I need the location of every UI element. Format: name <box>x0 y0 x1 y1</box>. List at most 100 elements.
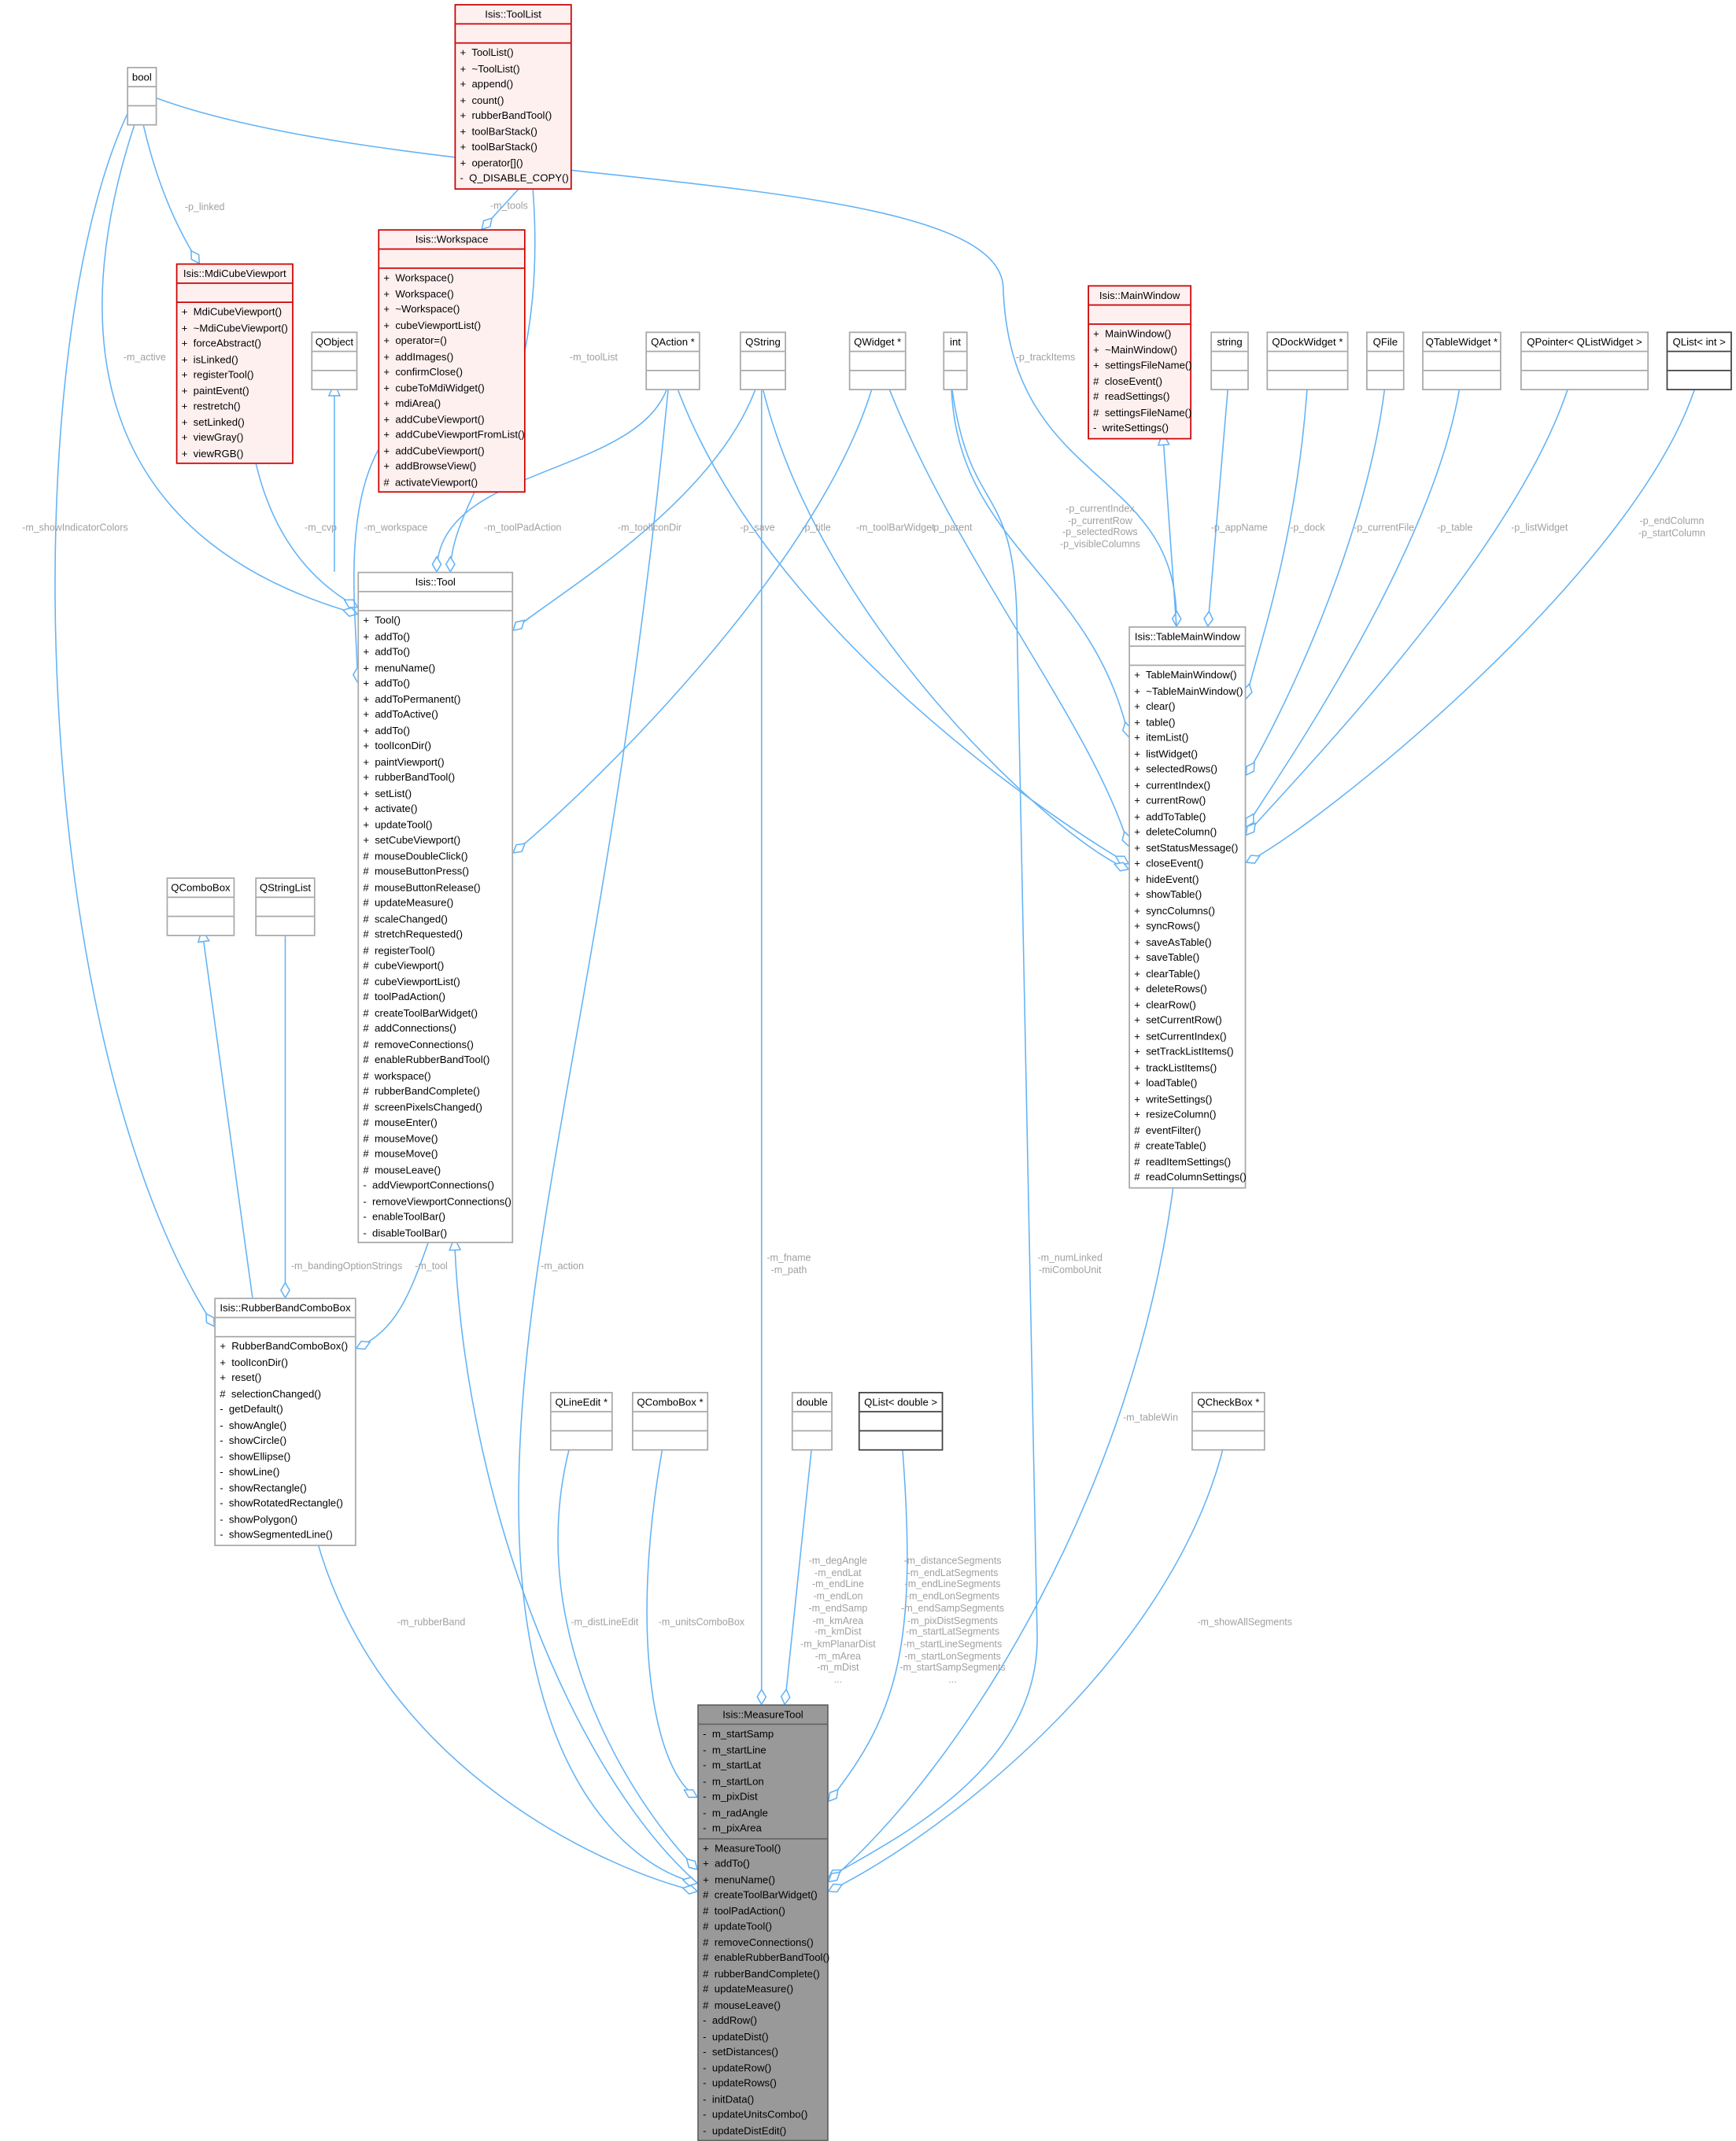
class-method[interactable]: - enableToolBar() <box>363 1210 446 1223</box>
class-method[interactable]: + rubberBandTool() <box>460 109 552 122</box>
class-box-qaction[interactable]: QAction * <box>645 331 700 391</box>
class-name[interactable]: QObject <box>312 333 356 353</box>
class-box-rbcb[interactable]: Isis::RubberBandComboBox+ RubberBandComb… <box>214 1298 356 1546</box>
class-method[interactable]: # rubberBandComplete() <box>703 1966 820 1980</box>
class-box-measuretool[interactable]: Isis::MeasureTool- m_startSamp- m_startL… <box>697 1704 829 2141</box>
class-method[interactable]: + toolBarStack() <box>460 124 537 138</box>
class-method[interactable]: # mouseButtonRelease() <box>363 880 481 894</box>
class-method[interactable]: + viewRGB() <box>181 446 244 460</box>
class-method[interactable]: + clear() <box>1134 700 1176 713</box>
class-name[interactable]: QTableWidget * <box>1423 333 1500 353</box>
class-method[interactable]: + saveAsTable() <box>1134 935 1212 948</box>
class-method[interactable]: + syncRows() <box>1134 919 1201 932</box>
class-box-qcombobox[interactable]: QComboBox <box>166 877 235 936</box>
class-method[interactable]: + ~TableMainWindow() <box>1134 684 1243 697</box>
class-method[interactable]: + toolIconDir() <box>220 1356 288 1368</box>
class-method[interactable]: + rubberBandTool() <box>363 770 456 784</box>
class-method[interactable]: + isLinked() <box>181 353 238 365</box>
class-name[interactable]: QCheckBox * <box>1192 1393 1264 1413</box>
class-method[interactable]: + toolIconDir() <box>363 739 432 752</box>
class-method[interactable]: + ~ToolList() <box>460 61 520 75</box>
class-name[interactable]: QComboBox * <box>633 1393 707 1413</box>
class-method[interactable]: + append() <box>460 77 514 90</box>
class-method[interactable]: + setCurrentRow() <box>1134 1013 1222 1027</box>
class-method[interactable]: - Q_DISABLE_COPY() <box>460 172 569 185</box>
class-method[interactable]: + listWidget() <box>1134 747 1199 760</box>
class-method[interactable]: # rubberBandComplete() <box>363 1084 480 1098</box>
class-method[interactable]: + currentIndex() <box>1134 778 1211 792</box>
class-method[interactable]: + registerTool() <box>181 368 254 381</box>
class-method[interactable]: # mouseMove() <box>363 1131 438 1145</box>
class-method[interactable]: + addBrowseView() <box>383 460 477 473</box>
class-name[interactable]: Isis::MdiCubeViewport <box>177 264 293 284</box>
class-box-qpointer[interactable]: QPointer< QListWidget > <box>1520 331 1649 391</box>
class-method[interactable]: # readSettings() <box>1093 390 1170 403</box>
class-method[interactable]: + paintViewport() <box>363 755 445 768</box>
class-box-qlistdouble[interactable]: QList< double > <box>858 1391 944 1451</box>
class-method[interactable]: - writeSettings() <box>1093 421 1169 434</box>
class-method[interactable]: # mouseMove() <box>363 1147 438 1161</box>
class-method[interactable]: + ~MainWindow() <box>1093 343 1178 356</box>
class-method[interactable]: + settingsFileName() <box>1093 359 1192 371</box>
class-method[interactable]: + count() <box>460 93 504 106</box>
class-method[interactable]: + mdiArea() <box>383 397 441 410</box>
class-name[interactable]: Isis::ToolList <box>456 6 571 25</box>
class-name[interactable]: bool <box>128 68 156 87</box>
class-name[interactable]: QString <box>741 333 785 353</box>
class-box-workspace[interactable]: Isis::Workspace+ Workspace()+ Workspace(… <box>378 229 526 493</box>
class-method[interactable]: - removeViewportConnections() <box>363 1194 512 1207</box>
class-method[interactable]: + Workspace() <box>383 287 454 300</box>
class-method[interactable]: + addToTable() <box>1134 810 1206 822</box>
class-method[interactable]: - addViewportConnections() <box>363 1179 495 1192</box>
class-box-qcheckbox[interactable]: QCheckBox * <box>1191 1391 1265 1451</box>
class-method[interactable]: # createTable() <box>1134 1139 1206 1152</box>
class-attribute[interactable]: - m_startSamp <box>703 1727 774 1740</box>
class-method[interactable]: + addTo() <box>363 724 410 736</box>
class-method[interactable]: - updateDistEdit() <box>703 2124 787 2137</box>
class-name[interactable]: QStringList <box>257 879 314 899</box>
class-box-qwidget[interactable]: QWidget * <box>848 331 907 391</box>
class-method[interactable]: - showEllipse() <box>220 1449 291 1463</box>
class-method[interactable]: + hideEvent() <box>1134 873 1199 885</box>
class-method[interactable]: + restretch() <box>181 400 241 412</box>
class-method[interactable]: # mouseDoubleClick() <box>363 849 468 862</box>
class-method[interactable]: + addToPermanent() <box>363 692 461 705</box>
class-box-mdi[interactable]: Isis::MdiCubeViewport+ MdiCubeViewport()… <box>175 263 294 464</box>
class-method[interactable]: + saveTable() <box>1134 951 1200 964</box>
class-method[interactable]: + syncColumns() <box>1134 903 1216 917</box>
class-method[interactable]: + trackListItems() <box>1134 1061 1217 1074</box>
class-method[interactable]: + reset() <box>220 1371 262 1384</box>
class-method[interactable]: - updateUnitsCombo() <box>703 2108 808 2121</box>
class-box-tool[interactable]: Isis::Tool+ Tool()+ addTo()+ addTo()+ me… <box>357 571 514 1243</box>
class-method[interactable]: + deleteRows() <box>1134 982 1207 995</box>
class-name[interactable]: QPointer< QListWidget > <box>1521 333 1648 353</box>
class-method[interactable]: + toolBarStack() <box>460 140 537 153</box>
class-method[interactable]: + ~MdiCubeViewport() <box>181 321 288 334</box>
class-box-qlineedit[interactable]: QLineEdit * <box>549 1391 613 1451</box>
class-method[interactable]: + viewGray() <box>181 431 244 444</box>
class-method[interactable]: + setLinked() <box>181 415 245 428</box>
class-name[interactable]: double <box>792 1393 832 1413</box>
class-method[interactable]: + addTo() <box>363 629 410 642</box>
class-method[interactable]: # registerTool() <box>363 943 435 956</box>
class-method[interactable]: # cubeViewportList() <box>363 975 460 987</box>
class-box-int[interactable]: int <box>943 331 968 391</box>
class-box-qobject[interactable]: QObject <box>311 331 358 391</box>
class-method[interactable]: # mouseEnter() <box>363 1116 438 1129</box>
class-method[interactable]: # screenPixelsChanged() <box>363 1100 482 1113</box>
class-attribute[interactable]: - m_startLat <box>703 1759 762 1772</box>
class-name[interactable]: Isis::MeasureTool <box>698 1706 827 1726</box>
class-method[interactable]: - showCircle() <box>220 1434 287 1447</box>
class-method[interactable]: # updateTool() <box>703 1920 773 1932</box>
class-method[interactable]: + MdiCubeViewport() <box>181 305 283 319</box>
class-method[interactable]: - showPolygon() <box>220 1512 298 1526</box>
class-method[interactable]: # readItemSettings() <box>1134 1155 1232 1168</box>
class-name[interactable]: QLineEdit * <box>551 1393 611 1413</box>
class-method[interactable]: # mouseLeave() <box>703 1998 781 2011</box>
class-method[interactable]: + currentRow() <box>1134 794 1206 807</box>
class-method[interactable]: + Tool() <box>363 614 401 627</box>
class-method[interactable]: # stretchRequested() <box>363 928 463 940</box>
class-box-qlistint[interactable]: QList< int > <box>1666 331 1732 391</box>
class-name[interactable]: QFile <box>1367 333 1403 353</box>
class-box-string[interactable]: string <box>1210 331 1249 391</box>
